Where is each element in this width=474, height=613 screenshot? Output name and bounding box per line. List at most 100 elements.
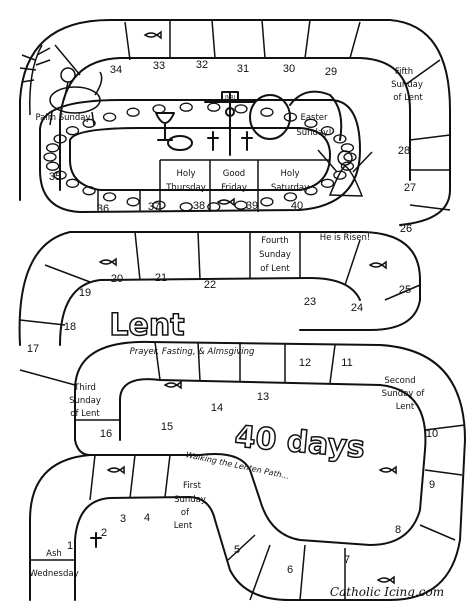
tomb-icon: [249, 90, 343, 141]
pebble: [152, 104, 166, 114]
pebble: [45, 161, 60, 171]
fifth-sunday-3: of Lent: [393, 93, 423, 103]
pebble: [65, 178, 80, 188]
cross-icon: [207, 131, 219, 151]
square-number-7: 7: [344, 554, 350, 566]
holy-thursday-1: Holy: [177, 169, 196, 179]
fish-icon: [163, 380, 182, 390]
square-number-20: 20: [111, 273, 123, 285]
fish-icons: [98, 30, 397, 585]
crucifix-icon: [204, 91, 256, 156]
pebble: [304, 186, 318, 196]
pebble: [53, 170, 67, 180]
square-number-17: 17: [27, 343, 39, 355]
holy-saturday-2: Saturday: [271, 183, 309, 193]
second-sunday-1: Second: [384, 376, 415, 386]
fifth-sunday-1: Fifth: [395, 67, 413, 77]
fourth-sunday-3: of Lent: [260, 264, 290, 274]
pebble: [320, 126, 335, 136]
pebble: [320, 178, 335, 188]
square-number-6: 6: [287, 564, 293, 576]
square-number-30: 30: [283, 63, 295, 75]
square-number-12: 12: [299, 357, 311, 369]
pebble: [126, 107, 140, 117]
square-number-21: 21: [155, 272, 167, 284]
pebble: [102, 112, 117, 122]
bread-icon: [167, 135, 193, 151]
pebble: [207, 102, 221, 112]
square-number-24: 24: [351, 302, 363, 314]
square-number-15: 15: [161, 421, 173, 433]
pebble: [260, 197, 274, 207]
fish-icon: [376, 575, 395, 585]
first-sunday-4: Lent: [174, 521, 193, 531]
square-number-38: 38: [193, 200, 205, 212]
pebble: [207, 202, 221, 212]
square-number-10: 10: [426, 428, 438, 440]
fish-icon: [98, 257, 117, 267]
first-sunday-2: Sunday: [174, 495, 206, 505]
square-number-32: 32: [196, 59, 208, 71]
square-number-19: 19: [79, 287, 91, 299]
easter-label-2: Sunday!: [296, 128, 331, 138]
square-number-28: 28: [398, 145, 410, 157]
pebble: [45, 143, 60, 153]
pebble: [234, 200, 248, 210]
lent-title: Lent: [109, 308, 184, 343]
risen-jesus-icon: [317, 149, 373, 197]
square-number-29: 29: [325, 66, 337, 78]
holy-thursday-2: Thursday: [165, 183, 206, 193]
fifth-sunday-2: Sunday: [391, 80, 423, 90]
square-number-4: 4: [144, 512, 150, 524]
third-sunday-1: Third: [73, 383, 96, 393]
forty-days-title: 40 days: [233, 419, 366, 465]
second-sunday-3: Lent: [396, 402, 415, 412]
pebble: [152, 200, 166, 210]
fish-icon: [106, 465, 125, 475]
third-sunday-2: Sunday: [69, 396, 101, 406]
third-sunday-3: of Lent: [70, 409, 100, 419]
pebble: [260, 107, 274, 117]
fish-icon: [368, 260, 387, 270]
square-number-36: 36: [97, 203, 109, 215]
fish-icon: [143, 30, 162, 40]
first-sunday-3: of: [181, 508, 190, 518]
square-number-31: 31: [237, 63, 249, 75]
jesus-on-donkey-icon: [49, 67, 103, 126]
square-labels: Ash Wednesday 1 2 3 4 First Sunday of Le…: [27, 59, 438, 579]
pebble: [126, 197, 140, 207]
pebble: [340, 161, 355, 171]
lent-subtitle: Prayer, Fasting, & Almsgiving: [130, 347, 255, 357]
square-number-9: 9: [429, 479, 435, 491]
holy-saturday-1: Holy: [281, 169, 300, 179]
square-number-25: 25: [399, 284, 411, 296]
square-number-34: 34: [110, 64, 122, 76]
good-friday-1: Good: [223, 169, 245, 179]
fourth-sunday-1: Fourth: [261, 236, 288, 246]
pebble: [283, 192, 298, 202]
square-number-5: 5: [234, 544, 240, 556]
square-number-16: 16: [100, 428, 112, 440]
good-friday-2: Friday: [221, 183, 247, 193]
square-dividers: [19, 19, 466, 601]
easter-label-1: Easter: [300, 113, 328, 123]
ash-label-1: Ash: [46, 549, 62, 559]
cross-inscription: INRI: [225, 95, 235, 101]
pebble: [65, 126, 80, 136]
square-number-27: 27: [404, 182, 416, 194]
square-number-8: 8: [395, 524, 401, 536]
square-number-33: 33: [153, 60, 165, 72]
square-number-39: 39: [246, 200, 258, 212]
risen-label: He is Risen!: [320, 233, 371, 243]
fish-icon: [216, 197, 235, 207]
pebble: [333, 170, 347, 180]
square-number-35: 35: [49, 171, 61, 183]
pebble: [82, 186, 96, 196]
square-number-23: 23: [304, 296, 316, 308]
pebble: [53, 134, 67, 144]
square-number-2: 2: [101, 527, 107, 539]
square-number-18: 18: [64, 321, 76, 333]
square-number-3: 3: [120, 513, 126, 525]
square-number-1: 1: [67, 540, 73, 552]
